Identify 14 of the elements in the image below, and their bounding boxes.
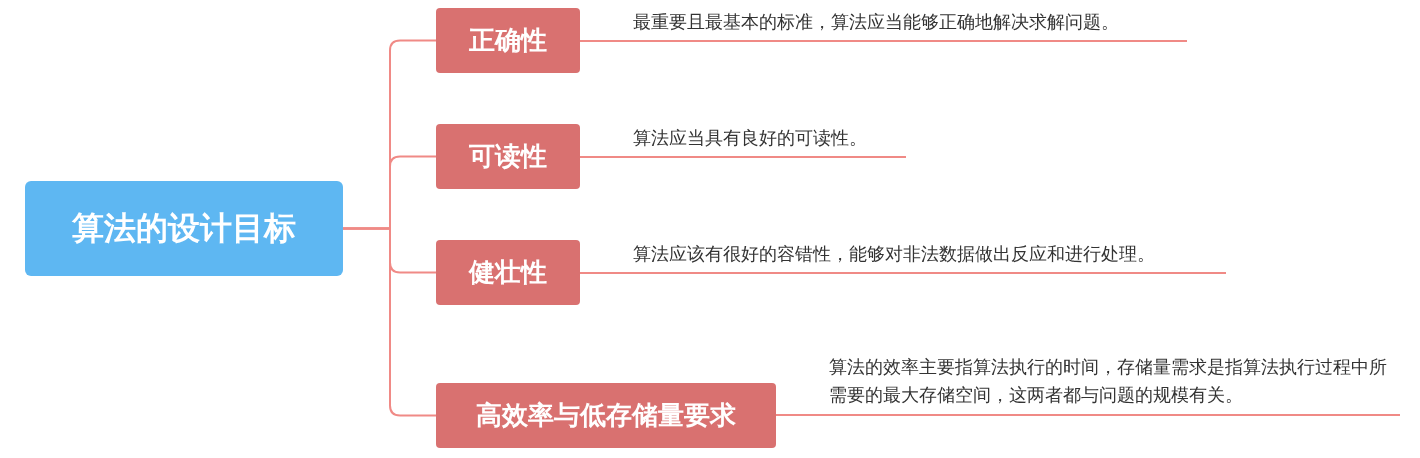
branch-box: 可读性 (436, 124, 580, 189)
description-text: 算法应当具有良好的可读性。 (600, 122, 906, 158)
connector-line (579, 156, 601, 158)
connector-line (579, 272, 601, 274)
connector-line (579, 40, 601, 42)
description-text: 最重要且最基本的标准，算法应当能够正确地解决求解问题。 (600, 6, 1187, 42)
connector-line (342, 227, 437, 417)
branch-box: 正确性 (436, 8, 580, 73)
connector-line (775, 414, 797, 416)
root-box: 算法的设计目标 (25, 181, 343, 276)
branch-box: 高效率与低存储量要求 (436, 383, 776, 448)
branch-box: 健壮性 (436, 240, 580, 305)
description-text: 算法的效率主要指算法执行的时间，存储量需求是指算法执行过程中所需要的最大存储空间，这两者都与问题的规模有关。 (796, 352, 1400, 416)
description-text: 算法应该有很好的容错性，能够对非法数据做出反应和进行处理。 (600, 238, 1226, 274)
